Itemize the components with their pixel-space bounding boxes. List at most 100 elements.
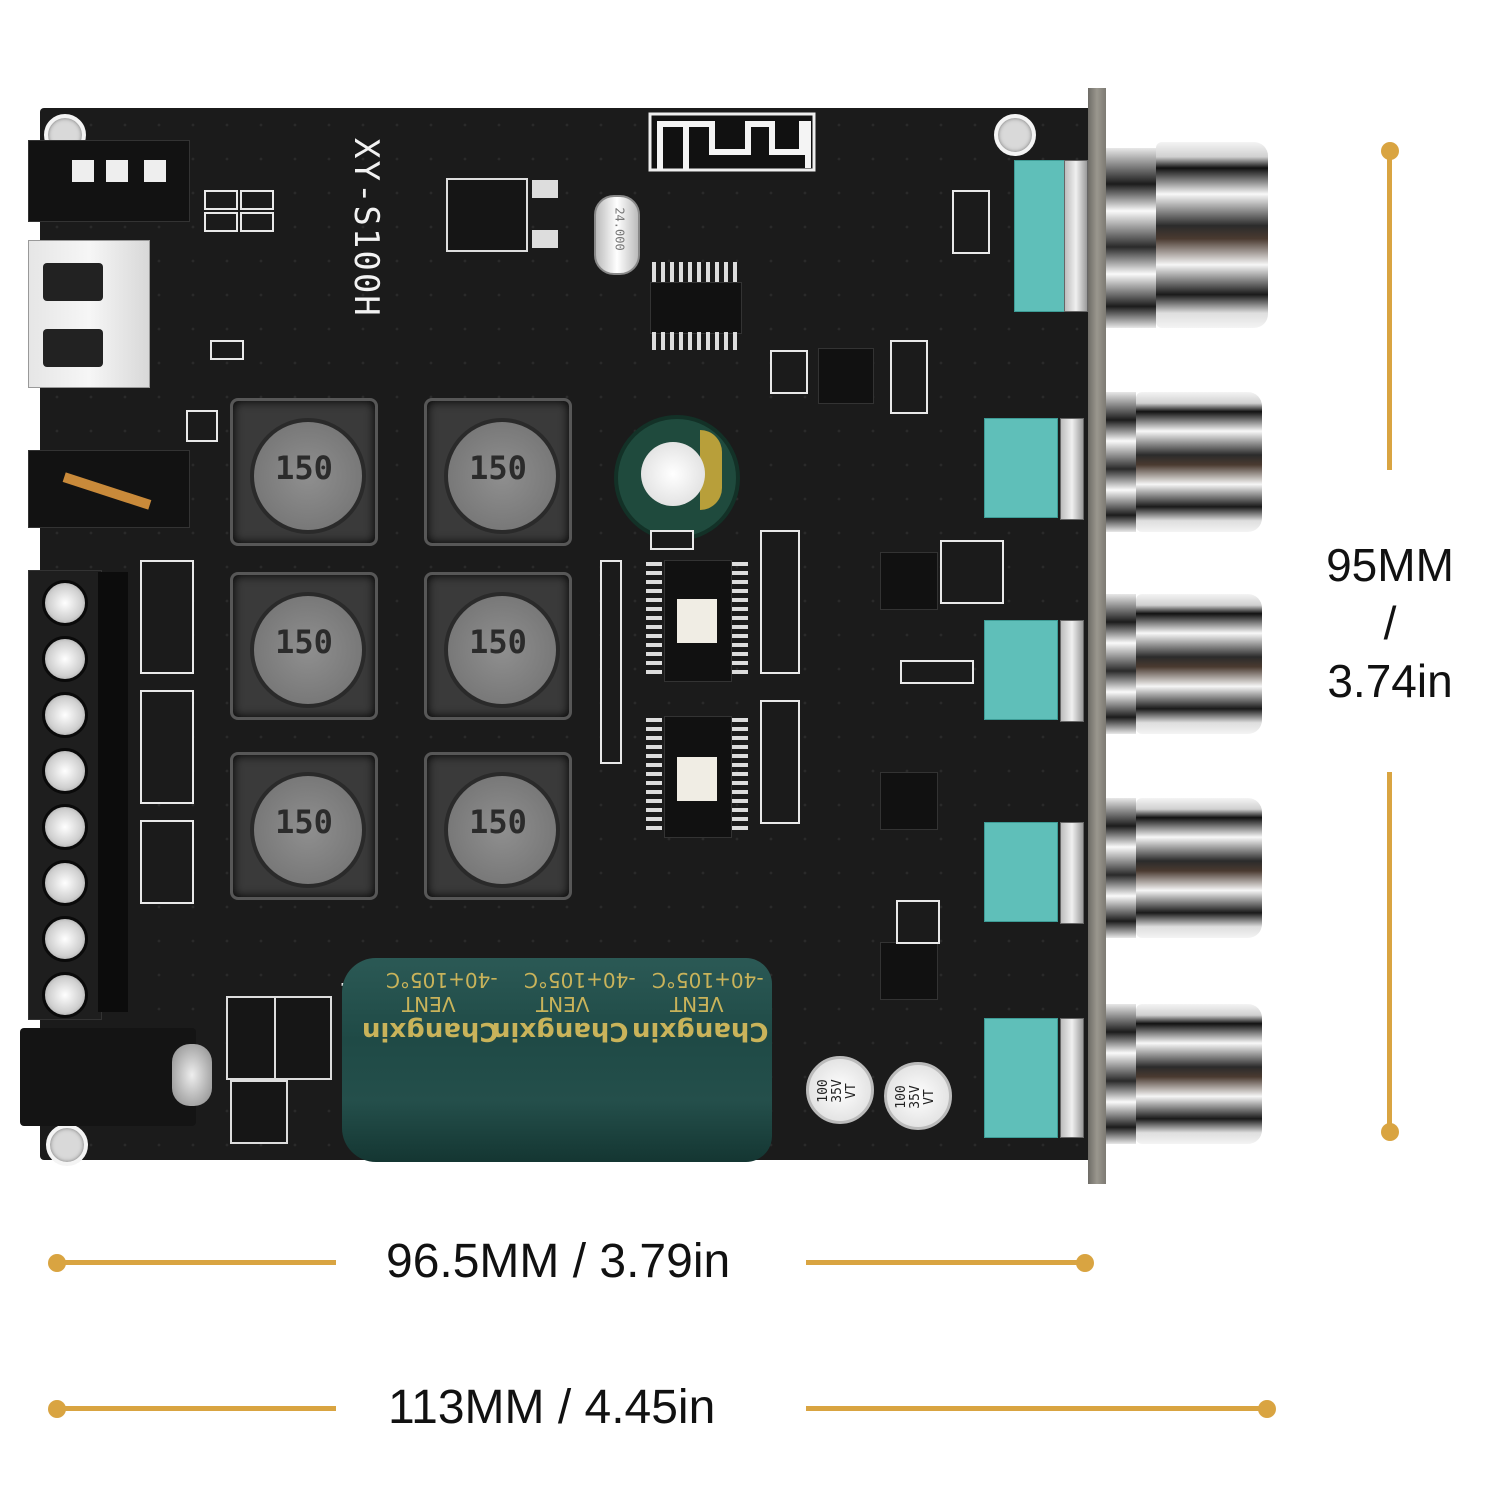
potentiometer [984,1018,1058,1138]
terminal-header [98,572,128,1012]
dimension-line-board-width [56,1260,336,1265]
crystal-oscillator [594,195,640,275]
potentiometer [984,822,1058,922]
bass-knob[interactable] [1136,594,1262,734]
usb-slot [43,263,103,301]
thermal-pad [677,599,717,643]
pot-bracket [1060,620,1084,722]
chip-pins [652,332,738,350]
ic-chip [880,942,938,1000]
chip-pins [732,718,748,834]
main-filter-capacitor: -40+105°C -40+105°C -40+105°C VENT VENT … [342,958,772,1162]
smd-component [940,540,1004,604]
dimension-line-overall-width [56,1406,336,1411]
jack-pin [106,160,128,182]
smd-capacitor [806,1056,874,1124]
dc-power-jack[interactable] [20,1028,196,1126]
smd-component [600,560,622,764]
smd-component [240,190,274,210]
ic-chip [880,552,938,610]
smd-component [210,340,244,360]
front-panel-plate [1088,88,1106,1184]
height-dimension-label: 95MM / 3.74in [1326,539,1454,707]
knob-shaft [1106,1004,1136,1144]
capacitor-vent-top [641,442,705,506]
chip-pins [732,562,748,678]
potentiometer [984,418,1058,518]
dimension-line-overall-width [806,1406,1266,1411]
terminal-screw[interactable] [42,860,88,906]
smd-component [204,190,238,210]
usb-port[interactable] [28,240,150,388]
usb-slot [43,329,103,367]
dimension-line-board-width [806,1260,1086,1265]
pot-bracket [1060,418,1084,520]
thermal-pad [677,757,717,801]
amplifier-chip [664,560,732,682]
smd-capacitor [884,1062,952,1130]
inductor: 150 [230,398,378,546]
frequency-knob[interactable] [1136,1004,1262,1144]
polarity-stripe [700,430,722,510]
bluetooth-chip [650,282,742,334]
diode [274,996,332,1080]
smd-component [900,660,974,684]
terminal-screw[interactable] [42,636,88,682]
mounting-hole [46,1124,88,1166]
chip-pins [652,262,738,282]
inductor: 150 [424,398,572,546]
terminal-screw[interactable] [42,916,88,962]
pot-bracket [1060,822,1084,924]
terminal-screw[interactable] [42,580,88,626]
ic-chip [818,348,874,404]
jack-pin [72,160,94,182]
chip-pins [646,562,662,678]
potentiometer [984,620,1058,720]
smd-component [760,530,800,674]
smd-component [240,212,274,232]
dimension-endpoint-dot [1258,1400,1276,1418]
terminal-screw[interactable] [42,692,88,738]
smd-component [650,530,694,550]
regulator-pin [532,230,558,248]
mounting-hole [994,114,1036,156]
chip-pins [646,718,662,834]
smd-component [896,900,940,944]
dimension-line-height [1387,772,1392,1132]
dimension-line-height [1387,150,1392,470]
smd-component [140,690,194,804]
dimension-endpoint-dot [1076,1254,1094,1272]
pot-bracket [1064,160,1088,312]
inductor: 150 [230,752,378,900]
terminal-screw[interactable] [42,804,88,850]
smd-component [890,340,928,414]
overall-width-label: 113MM / 4.45in [388,1381,716,1434]
pcb-antenna-icon [648,112,816,172]
pot-bracket [1060,1018,1084,1138]
inductor: 150 [424,572,572,720]
smd-component [760,700,800,824]
inductor: 150 [230,572,378,720]
smd-component [204,212,238,232]
jack-pin [144,160,166,182]
regulator-pin [532,180,558,198]
volume-knob[interactable] [1156,142,1268,328]
smd-component [140,560,194,674]
smd-component [770,350,808,394]
ic-chip [880,772,938,830]
model-silkscreen: XY-S100H [346,138,386,318]
treble-knob[interactable] [1136,392,1262,532]
terminal-screw[interactable] [42,748,88,794]
inductor: 150 [424,752,572,900]
voltage-regulator [446,178,528,252]
dc-jack-barrel [172,1044,212,1106]
knob-shaft [1106,392,1136,532]
terminal-screw[interactable] [42,972,88,1018]
amplifier-chip [664,716,732,838]
subwoofer-knob[interactable] [1136,798,1262,938]
smd-component [140,820,194,904]
board-width-label: 96.5MM / 3.79in [386,1235,731,1288]
knob-shaft [1106,148,1156,328]
